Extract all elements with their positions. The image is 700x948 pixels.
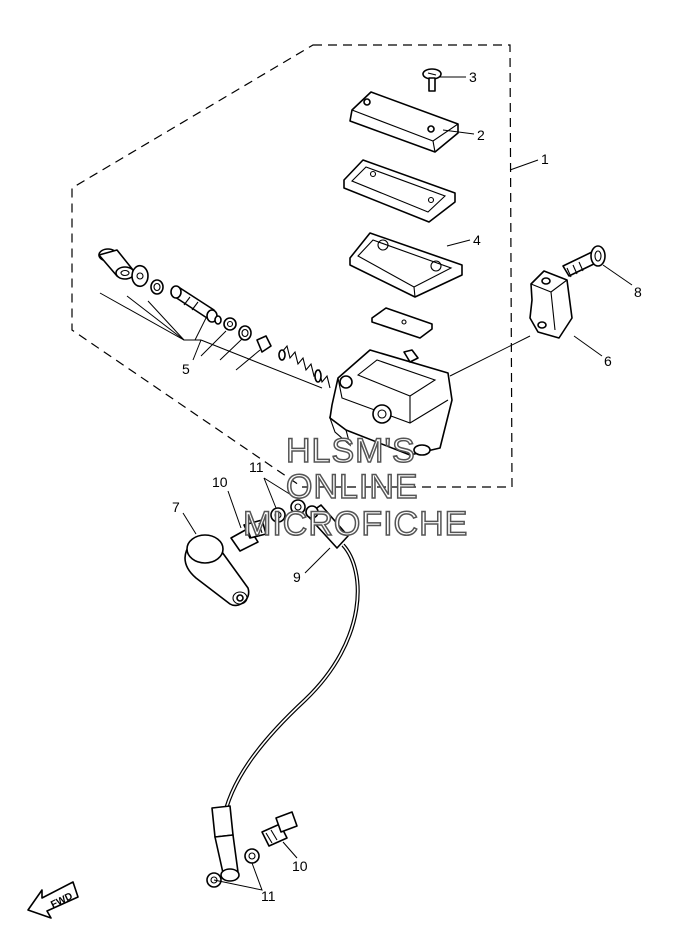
callout-6: 6 [604, 353, 612, 369]
callout-11-lower: 11 [261, 888, 276, 904]
part-11-gaskets-upper [270, 499, 306, 523]
callout-2: 2 [477, 127, 485, 143]
assembly-boundary [71, 44, 513, 488]
fwd-arrow: FWD [27, 881, 79, 919]
part-5-piston-kit [98, 248, 331, 389]
watermark-line-1: HLSM'S [286, 432, 416, 470]
callout-8: 8 [634, 284, 642, 300]
part-4-diaphragm [349, 232, 463, 298]
callout-11-upper: 11 [249, 459, 264, 475]
callout-leaders [182, 76, 633, 891]
watermark-line-2: ONLINE [286, 468, 419, 506]
part-2-reservoir-cap [349, 91, 459, 153]
callout-7: 7 [172, 499, 180, 515]
part-8-bolt [562, 245, 606, 278]
part-10-union-bolt-lower [261, 811, 298, 847]
part-10-union-bolt-upper [230, 519, 267, 552]
callout-10-upper: 10 [212, 474, 228, 490]
diaphragm-plate [343, 159, 456, 223]
part-9-brake-hose [211, 504, 360, 882]
callout-9: 9 [293, 569, 301, 585]
watermark: HLSM'S ONLINE MICROFICHE [242, 431, 468, 544]
callout-3: 3 [469, 69, 477, 85]
callout-4: 4 [473, 232, 481, 248]
callout-10-lower: 10 [292, 858, 308, 874]
callout-1: 1 [541, 151, 549, 167]
callout-5: 5 [182, 361, 190, 377]
watermark-line-3: MICROFICHE [243, 505, 468, 543]
float-plate [371, 307, 433, 339]
master-cylinder-body [328, 349, 453, 456]
part-3-screw [422, 68, 442, 92]
part-6-holder [529, 270, 573, 339]
part-7-boot [184, 534, 250, 607]
part-5-leaders [99, 292, 323, 389]
